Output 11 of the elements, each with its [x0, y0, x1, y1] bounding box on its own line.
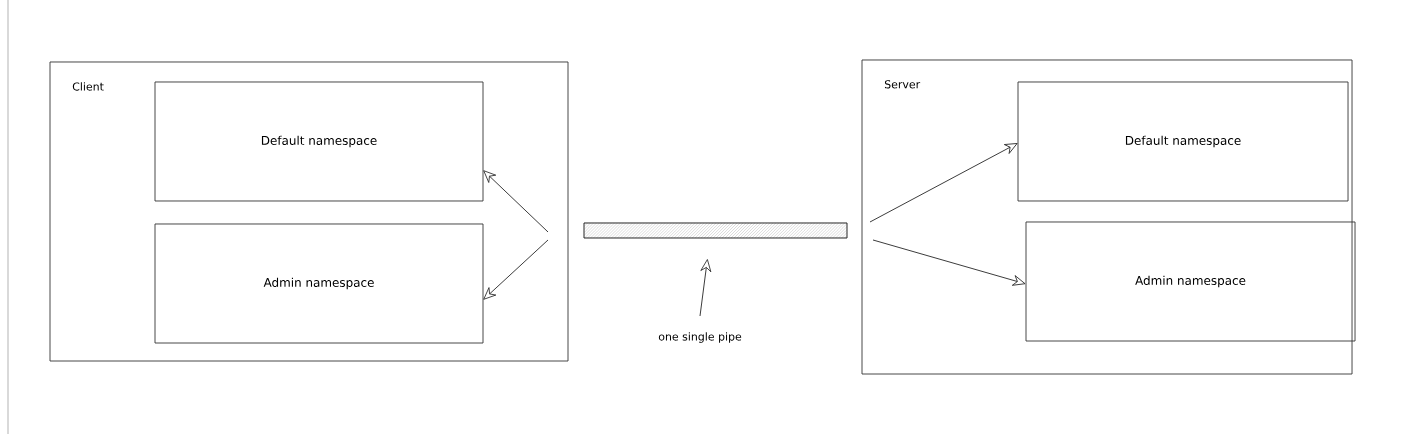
arrow: [483, 170, 549, 233]
pipe-label: one single pipe: [658, 332, 742, 343]
arrow: [483, 239, 549, 300]
arrow: [869, 143, 1018, 223]
namespace-box: Admin namespace: [154, 223, 484, 344]
pipe-bar: [583, 222, 848, 239]
arrow: [872, 239, 1026, 286]
namespace-box: Default namespace: [154, 81, 484, 202]
namespace-box: Admin namespace: [1025, 221, 1356, 342]
leader-line: [699, 259, 712, 317]
namespace-box: Default namespace: [1017, 81, 1349, 202]
